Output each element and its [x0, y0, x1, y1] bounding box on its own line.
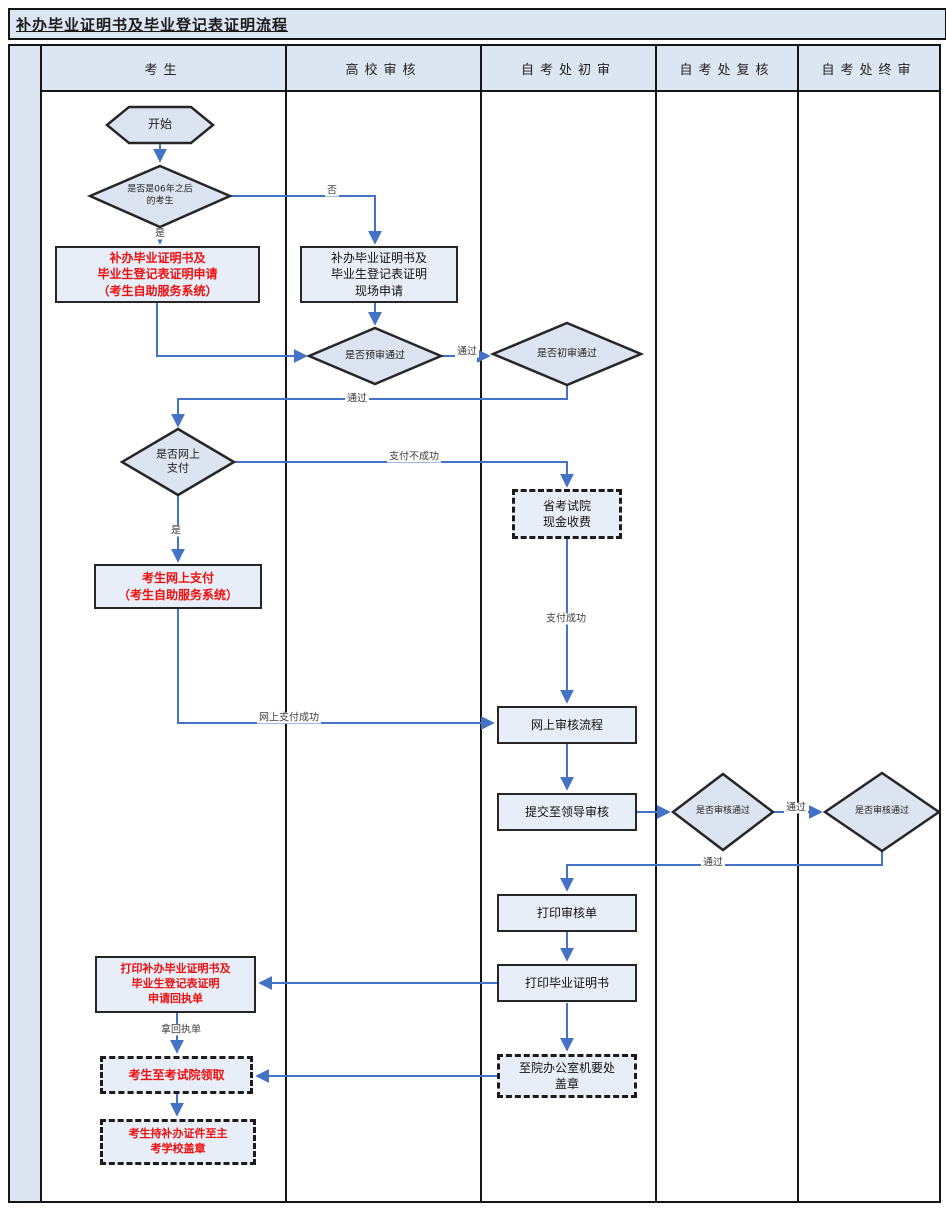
node-submit-leader[interactable]: 提交至领导审核 — [497, 793, 637, 831]
lane-header-office-recheck: 自考处复核 — [657, 46, 797, 92]
node-print-receipt[interactable]: 打印补办毕业证明书及 毕业生登记表证明 申请回执单 — [95, 956, 256, 1013]
title-bar: 补办毕业证明书及毕业登记表证明流程 — [8, 8, 946, 40]
lane-divider — [797, 46, 799, 1201]
node-label: 考生至考试院领取 — [128, 1067, 225, 1082]
swimlane-band: 考生 高校审核 自考处初审 自考处复核 自考处终审 — [8, 44, 941, 1203]
lane-divider — [480, 46, 482, 1201]
node-print-review-form[interactable]: 打印审核单 — [497, 894, 637, 932]
node-label: 提交至领导审核 — [524, 804, 609, 819]
node-cash-pay[interactable]: 省考试院 现金收费 — [512, 489, 622, 539]
lane-header-office-final-review: 自考处终审 — [799, 46, 939, 92]
node-print-certificate[interactable]: 打印毕业证明书 — [497, 964, 637, 1002]
node-label: 省考试院 现金收费 — [542, 498, 591, 529]
node-stamp-at-school[interactable]: 考生持补办证件至主 考学校盖章 — [100, 1119, 256, 1165]
node-pay-online[interactable]: 考生网上支付 （考生自助服务系统） — [94, 564, 262, 609]
node-label: 打印毕业证明书 — [524, 975, 609, 990]
node-online-review[interactable]: 网上审核流程 — [497, 706, 637, 744]
lane-header-university-review: 高校审核 — [287, 46, 480, 92]
node-apply-onsite[interactable]: 补办毕业证明书及 毕业生登记表证明 现场申请 — [300, 246, 458, 303]
node-apply-online[interactable]: 补办毕业证明书及 毕业生登记表证明申请 （考生自助服务系统） — [55, 246, 260, 303]
node-label: 至院办公室机要处 盖章 — [518, 1060, 615, 1091]
page-title: 补办毕业证明书及毕业登记表证明流程 — [16, 15, 289, 34]
node-label: 补办毕业证明书及 毕业生登记表证明 现场申请 — [330, 251, 427, 298]
node-label: 网上审核流程 — [530, 717, 603, 732]
node-label: 考生持补办证件至主 考学校盖章 — [128, 1127, 228, 1155]
node-label: 考生网上支付 （考生自助服务系统） — [117, 571, 238, 602]
lane-divider — [655, 46, 657, 1201]
lane-divider — [285, 46, 287, 1201]
node-office-stamp[interactable]: 至院办公室机要处 盖章 — [497, 1054, 637, 1098]
lane-header-candidate: 考生 — [42, 46, 285, 92]
node-label: 打印审核单 — [536, 905, 597, 920]
lane-header-office-initial-review: 自考处初审 — [482, 46, 655, 92]
node-label: 补办毕业证明书及 毕业生登记表证明申请 （考生自助服务系统） — [97, 251, 218, 298]
node-collect-at-institute[interactable]: 考生至考试院领取 — [100, 1056, 253, 1094]
left-margin-strip — [10, 46, 42, 1201]
node-label: 打印补办毕业证明书及 毕业生登记表证明 申请回执单 — [120, 962, 231, 1005]
